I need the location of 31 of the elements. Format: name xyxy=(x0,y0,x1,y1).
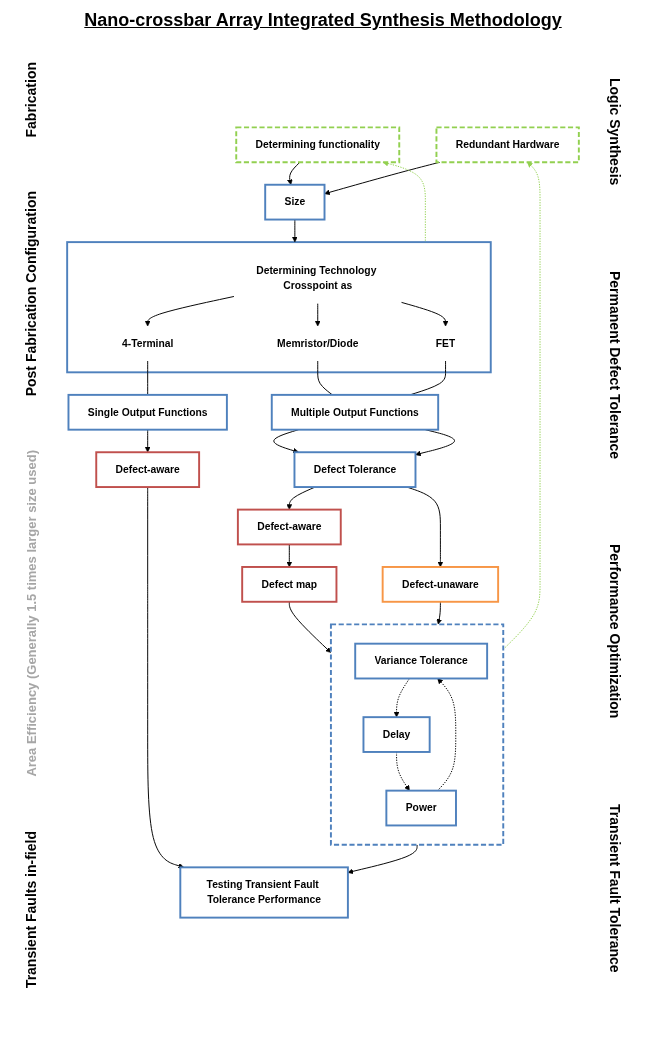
side-label: Area Efficiency (Generally 1.5 times larger size used) xyxy=(23,450,39,778)
node-box: Testing Transient Fault Tolerance Performance xyxy=(179,866,349,919)
node-box: Delay xyxy=(362,716,431,753)
node-box: Defect-unaware xyxy=(381,566,500,603)
node-text: FET xyxy=(435,337,456,349)
side-label: Performance Optimization xyxy=(607,544,623,719)
connector xyxy=(147,360,149,396)
side-label: Post Fabrication Configuration xyxy=(23,191,39,397)
connector xyxy=(317,360,333,396)
node-box: Redundant Hardware xyxy=(435,126,580,164)
node-box: Defect Tolerance xyxy=(293,451,417,488)
side-label: Transient Fault Tolerance xyxy=(607,803,623,973)
diagram-title: Nano-crossbar Array Integrated Synthesis Methodology xyxy=(83,9,563,32)
node-box: Variance Tolerance xyxy=(354,642,489,680)
node-box: Defect-aware xyxy=(95,451,201,488)
node-box: Power xyxy=(385,789,457,827)
node-box: Determining functionality xyxy=(235,126,401,164)
cluster xyxy=(66,241,492,374)
node-box: Defect map xyxy=(241,566,338,603)
side-label: Logic Synthesis xyxy=(607,77,623,186)
node-text: Memristor/Diode xyxy=(277,337,359,349)
node-text: Determining Technology Crosspoint as xyxy=(256,264,377,292)
node-box: Single Output Functions xyxy=(67,393,228,431)
side-label: Transient Faults in-field xyxy=(23,830,39,989)
node-box: Defect-aware xyxy=(236,508,342,546)
node-text: 4-Terminal xyxy=(121,337,174,349)
side-label: Fabrication xyxy=(23,61,39,138)
node-box: Multiple Output Functions xyxy=(270,393,440,431)
side-label: Permanent Defect Tolerance xyxy=(607,270,623,459)
node-box: Size xyxy=(264,183,326,221)
cluster xyxy=(329,623,505,846)
